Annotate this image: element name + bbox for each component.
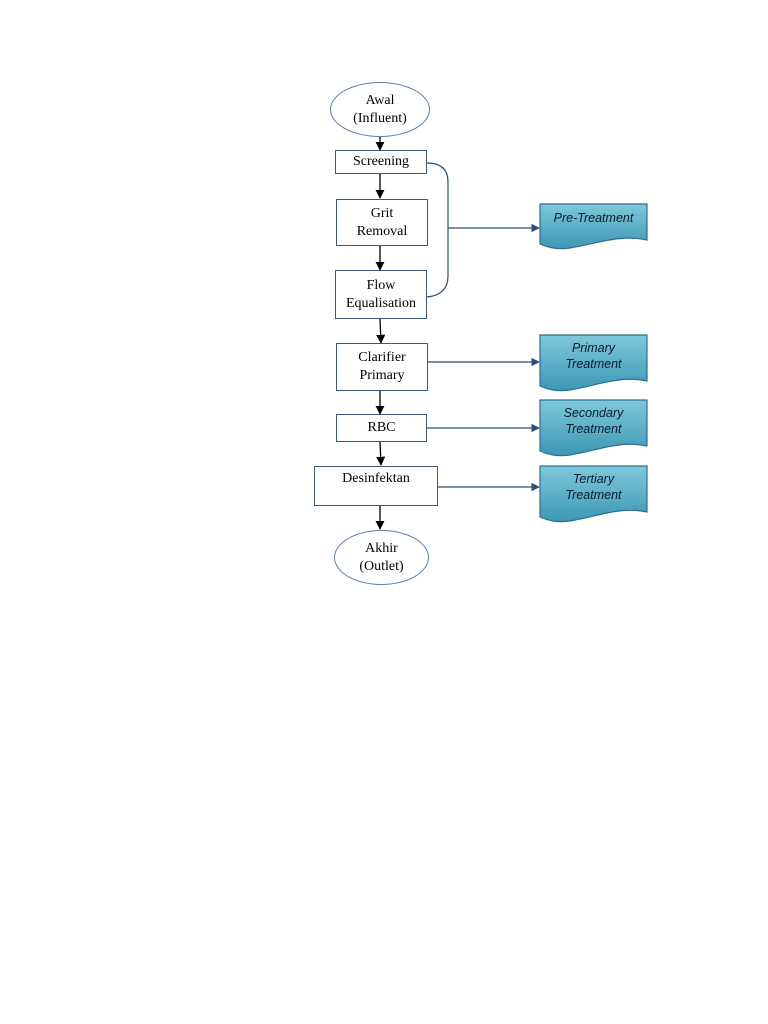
pretreatment-label-box: Pre-Treatment (540, 208, 647, 228)
tertiary-label-box: Tertiary Treatment (540, 471, 647, 503)
screening-label: Screening (353, 154, 409, 169)
flow-equalisation-box: Flow Equalisation (335, 270, 427, 319)
end-oval: Akhir (Outlet) (334, 530, 429, 585)
start-oval: Awal (Influent) (330, 82, 430, 137)
desinfektan-box: Desinfektan (314, 466, 438, 506)
primary-label: Primary Treatment (565, 341, 622, 371)
secondary-label: Secondary Treatment (563, 406, 624, 436)
rbc-label: RBC (367, 420, 396, 435)
start-label: Awal (Influent) (353, 92, 407, 126)
end-label: Akhir (Outlet) (359, 540, 404, 574)
desinfektan-label: Desinfektan (342, 471, 410, 486)
doc-shape-primary (539, 334, 648, 392)
primary-label-box: Primary Treatment (540, 340, 647, 372)
doc-shape-secondary (539, 399, 648, 457)
screening-box: Screening (335, 150, 427, 174)
doc-shape-pretreatment (539, 203, 648, 250)
grit-removal-label: Grit Removal (356, 205, 408, 239)
rbc-box: RBC (336, 414, 427, 442)
tertiary-label: Tertiary Treatment (565, 472, 622, 502)
doc-shape-tertiary (539, 465, 648, 523)
pretreatment-brace (426, 162, 449, 298)
pretreatment-label: Pre-Treatment (553, 211, 634, 225)
clarifier-primary-label: Clarifier Primary (358, 350, 406, 383)
arrow-rbc-to-desinfektan (376, 441, 386, 466)
clarifier-primary-box: Clarifier Primary (336, 343, 428, 391)
secondary-label-box: Secondary Treatment (540, 405, 647, 437)
arrow-flow-to-clarifier (376, 318, 386, 344)
flow-equalisation-label: Flow Equalisation (346, 277, 416, 311)
grit-removal-box: Grit Removal (336, 199, 428, 246)
